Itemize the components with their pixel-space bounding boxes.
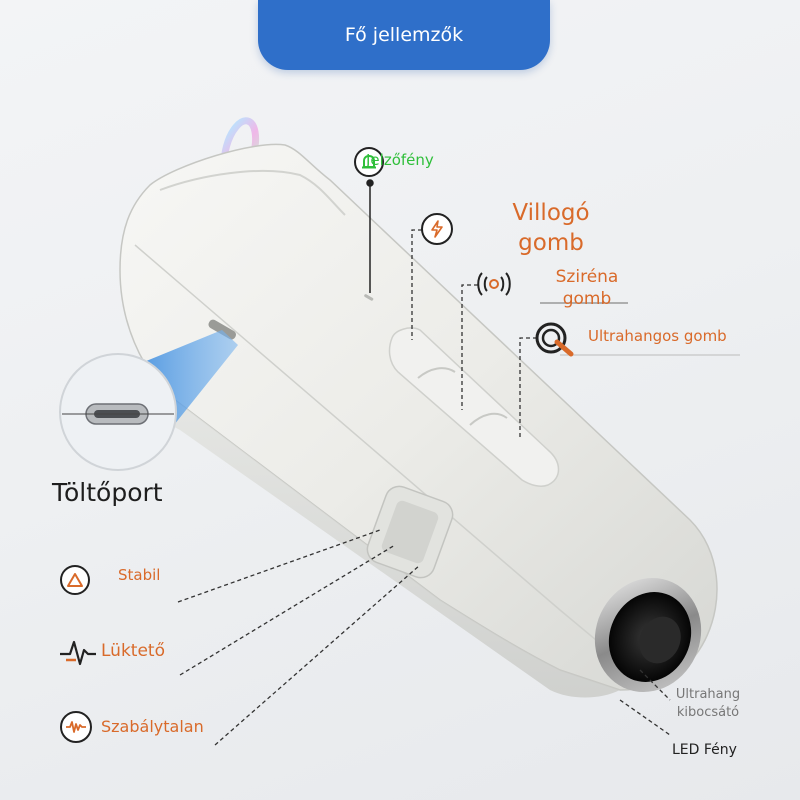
ultrasonic-emitter-label: Ultrahang kibocsátó — [675, 687, 741, 720]
device-body — [119, 143, 718, 698]
port-zoom-circle — [59, 353, 177, 471]
ultrasonic-emitter-lens — [594, 578, 702, 692]
device-port — [208, 319, 237, 340]
pulsing-callout-line — [179, 544, 396, 676]
header-banner: Fő jellemzők — [258, 0, 550, 70]
bell-icon — [354, 147, 384, 177]
led-callout-line — [619, 699, 671, 736]
flash-button-label: Villogó gomb — [512, 200, 590, 256]
charging-port-label: Töltőport — [52, 478, 163, 507]
header-title: Fő jellemzők — [344, 24, 464, 46]
irregular-wave-icon — [60, 711, 92, 743]
pulsing-mode-label: Lüktető — [101, 641, 165, 661]
lightning-icon — [421, 213, 453, 245]
siren-button-label: Sziréna gomb — [555, 267, 619, 309]
indicator-callout-dot — [366, 179, 374, 187]
stable-mode-label: Stabil — [118, 566, 161, 584]
ultrasonic-button-label: Ultrahangos gomb — [588, 327, 727, 345]
stable-mode-icon — [60, 565, 90, 595]
irregular-callout-line — [214, 564, 421, 746]
pulse-wave-icon — [58, 638, 98, 668]
flash-callout-line — [411, 229, 422, 340]
emitter-callout-line — [639, 669, 671, 701]
irregular-mode-label: Szabálytalan — [101, 717, 204, 736]
led-light-label: LED Fény — [672, 742, 737, 758]
ultrasonic-callout-line — [519, 337, 537, 440]
siren-callout-line — [461, 284, 478, 410]
mode-switch — [366, 485, 454, 579]
indicator-label: Jelzőfény — [366, 151, 434, 169]
siren-icon — [476, 268, 512, 300]
stable-callout-line — [177, 529, 381, 603]
ultrasonic-icon — [535, 320, 575, 358]
